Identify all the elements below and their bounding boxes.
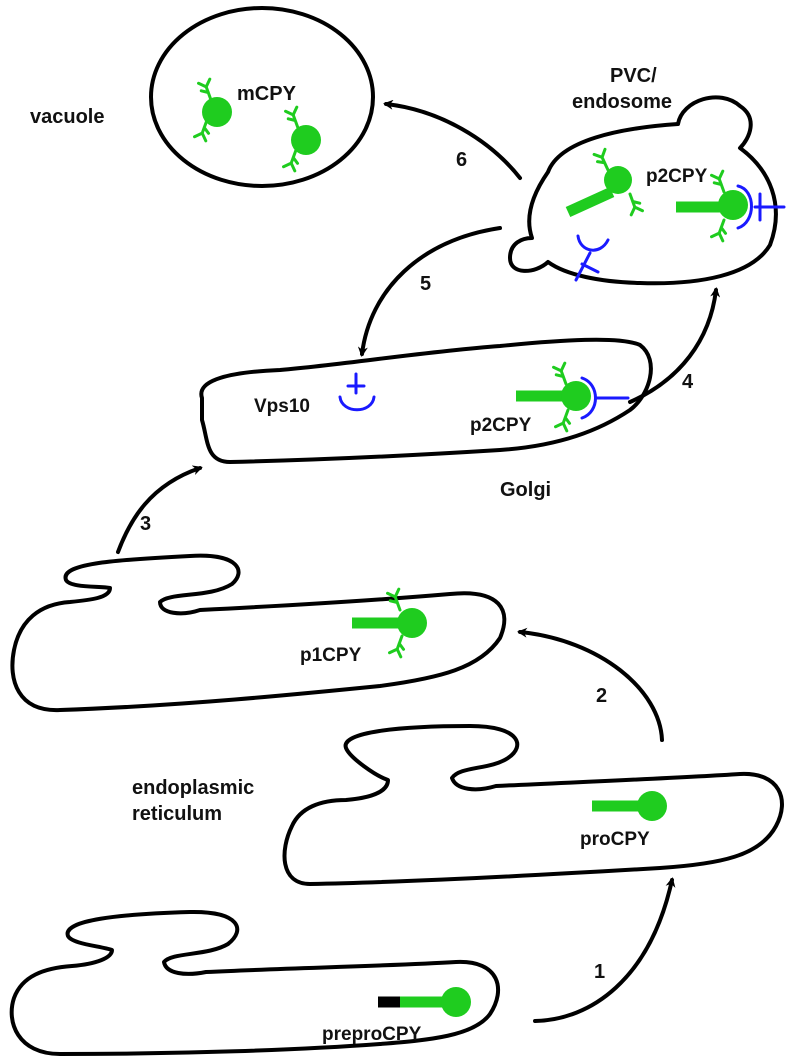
label-golgi: Golgi bbox=[500, 479, 551, 501]
golgi bbox=[199, 337, 653, 464]
pvc-endosome bbox=[508, 95, 786, 286]
er-compartment-preprocpy bbox=[9, 909, 500, 1056]
label-preprocpy: preproCPY bbox=[322, 1024, 422, 1045]
label-vacuole: vacuole bbox=[30, 106, 104, 128]
step-arrow-6 bbox=[383, 99, 522, 180]
mcpy-protein bbox=[193, 77, 232, 143]
p2cpy-protein bbox=[565, 147, 644, 218]
step-arrow-4 bbox=[628, 287, 721, 404]
p1cpy-protein bbox=[352, 587, 427, 659]
p2cpy-receptor-complex bbox=[676, 169, 786, 243]
step-arrow-2 bbox=[517, 627, 664, 742]
er-compartment-p1cpy bbox=[10, 553, 507, 713]
vps10-receptor bbox=[338, 372, 376, 412]
label-procpy: proCPY bbox=[580, 829, 650, 850]
label-p1cpy: p1CPY bbox=[300, 645, 362, 666]
step-label-6: 6 bbox=[456, 149, 467, 171]
p2cpy-receptor-complex bbox=[516, 361, 630, 433]
label-vps10: Vps10 bbox=[254, 396, 310, 417]
preprocpy-protein bbox=[378, 987, 471, 1017]
step-label-3: 3 bbox=[140, 513, 151, 535]
step-label-5: 5 bbox=[420, 273, 431, 295]
label-p2cpy-endosome: p2CPY bbox=[646, 166, 708, 187]
step-arrow-3 bbox=[116, 465, 203, 554]
label-er-line2: reticulum bbox=[132, 803, 222, 825]
step-label-4: 4 bbox=[682, 371, 694, 393]
label-pvc-line1: PVC/ bbox=[610, 65, 657, 87]
label-mcpy: mCPY bbox=[237, 83, 297, 105]
mcpy-protein bbox=[282, 105, 321, 173]
step-arrow-1 bbox=[533, 877, 676, 1023]
vacuole bbox=[149, 6, 375, 188]
step-arrow-5 bbox=[357, 226, 502, 357]
label-er-line1: endoplasmic bbox=[132, 777, 254, 799]
procpy-protein bbox=[592, 791, 667, 821]
step-label-2: 2 bbox=[596, 685, 607, 707]
er-compartment-procpy bbox=[282, 724, 784, 886]
label-pvc-line2: endosome bbox=[572, 91, 672, 113]
step-label-1: 1 bbox=[594, 961, 605, 983]
label-p2cpy-golgi: p2CPY bbox=[470, 415, 532, 436]
vps10-receptor bbox=[574, 234, 610, 282]
